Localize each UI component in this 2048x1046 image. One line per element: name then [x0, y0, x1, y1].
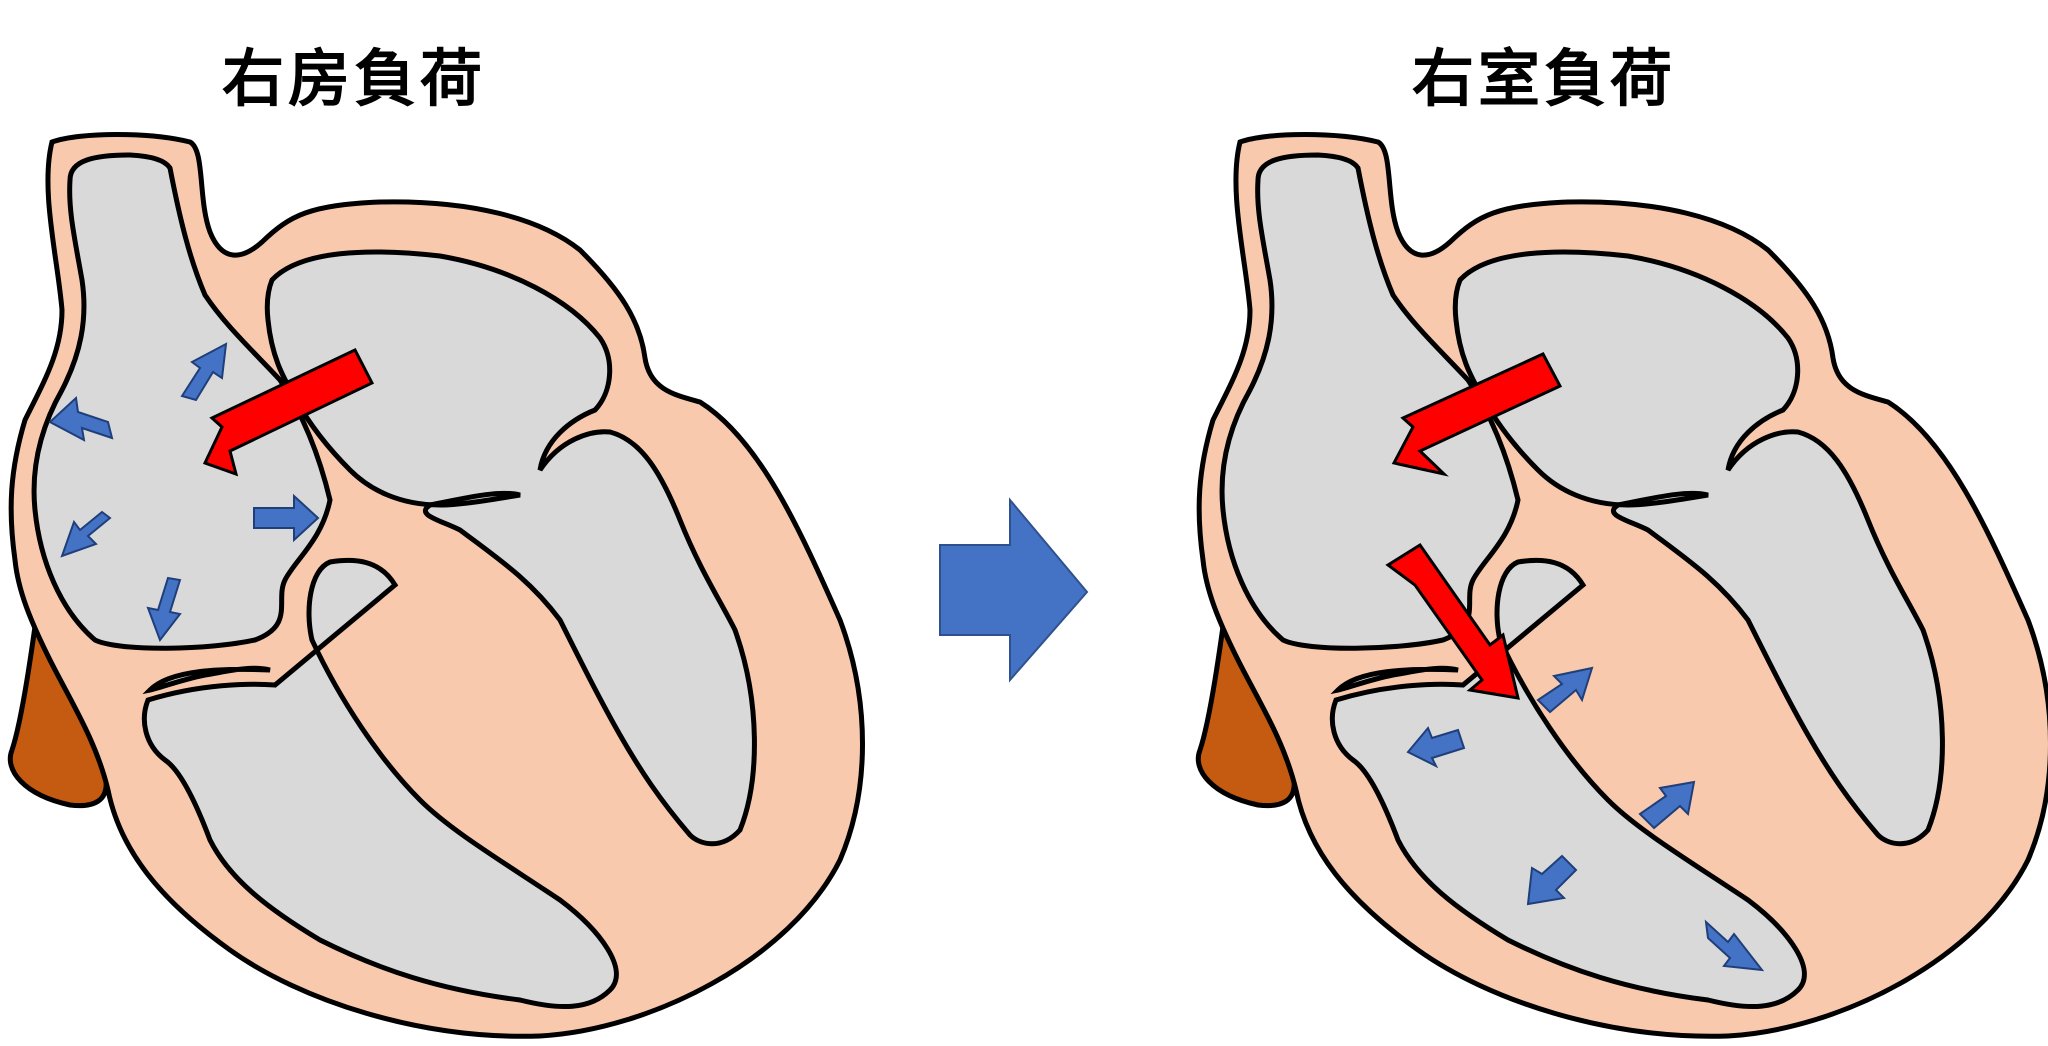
transition-arrow — [939, 497, 1089, 683]
dilation-arrow-down-left-4 — [1526, 854, 1578, 906]
dilation-arrow-down — [146, 576, 182, 643]
right-panel-title: 右室負荷 — [1412, 42, 1677, 115]
right-heart-diagram — [1198, 135, 2048, 1037]
left-panel-title: 右房負荷 — [222, 42, 487, 115]
dilation-arrow-up-right-3 — [1638, 780, 1696, 830]
pressure-arrow-upper-right — [1391, 352, 1563, 477]
pressure-arrow-lower-right — [1385, 542, 1520, 700]
dilation-arrow-left-2 — [1406, 726, 1466, 769]
dilation-arrow-left — [48, 395, 114, 442]
dilation-arrow-down-right-5 — [1704, 919, 1765, 972]
left-heart-diagram — [10, 135, 862, 1037]
dilation-arrows-left — [48, 342, 320, 643]
dilation-arrow-up-right-1 — [1536, 666, 1594, 714]
dilation-arrow-right — [253, 493, 320, 543]
dilation-arrows-right — [1406, 666, 1765, 972]
pressure-arrow-left — [202, 348, 375, 477]
dilation-arrow-down-left — [60, 510, 112, 558]
dilation-arrow-up — [180, 342, 228, 402]
